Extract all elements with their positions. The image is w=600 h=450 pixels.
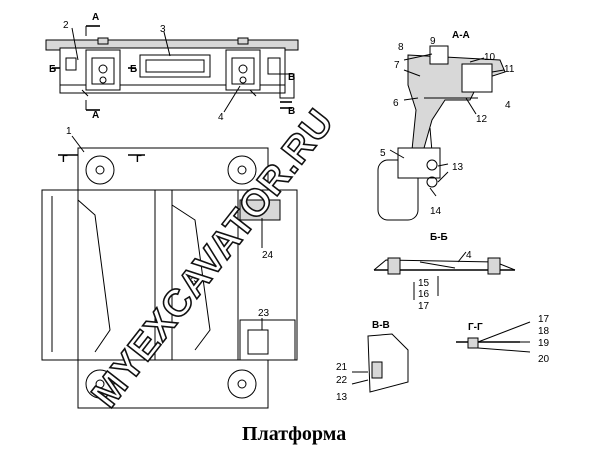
callout-1: 1 bbox=[66, 126, 72, 137]
callout-3: 3 bbox=[160, 24, 166, 35]
section-b-right: Б bbox=[130, 64, 137, 75]
section-v-top: В bbox=[288, 72, 295, 83]
view-bb-title: Б-Б bbox=[430, 232, 448, 243]
section-a-bottom: А bbox=[92, 110, 99, 121]
view-vv-title: В-В bbox=[372, 320, 390, 331]
view-gg-title: Г-Г bbox=[468, 322, 483, 333]
callout-gg-19: 19 bbox=[538, 338, 550, 349]
callout-aa-11: 11 bbox=[504, 64, 515, 75]
section-vv-view bbox=[351, 333, 409, 393]
callout-aa-10: 10 bbox=[484, 52, 496, 63]
callout-aa-12: 12 bbox=[476, 114, 488, 125]
callout-aa-4: 4 bbox=[505, 100, 511, 111]
main-plan-view bbox=[41, 135, 298, 409]
callout-4-top: 4 bbox=[218, 112, 224, 123]
callout-aa-6: 6 bbox=[393, 98, 399, 109]
drawing-caption: Платформа bbox=[242, 423, 346, 445]
callout-aa-8: 8 bbox=[398, 42, 404, 53]
section-a-top: А bbox=[92, 12, 99, 23]
callout-vv-21: 21 bbox=[336, 362, 348, 373]
callout-gg-20: 20 bbox=[538, 354, 550, 365]
callout-aa-14: 14 bbox=[430, 206, 442, 217]
callout-23: 23 bbox=[258, 308, 270, 319]
section-bb-view bbox=[373, 251, 516, 300]
callout-gg-17: 17 bbox=[538, 314, 550, 325]
top-view bbox=[45, 25, 299, 113]
callout-bb-17: 17 bbox=[418, 301, 430, 312]
section-g-left: Г bbox=[62, 154, 68, 165]
callout-bb-4: 4 bbox=[466, 250, 472, 261]
section-v-bottom: В bbox=[288, 106, 295, 117]
callout-2: 2 bbox=[63, 20, 69, 31]
callout-gg-18: 18 bbox=[538, 326, 550, 337]
callout-bb-15: 15 bbox=[418, 278, 430, 289]
view-aa-title: А-А bbox=[452, 30, 470, 41]
section-gg-view bbox=[456, 321, 531, 353]
callout-aa-9: 9 bbox=[430, 36, 436, 47]
callout-aa-13: 13 bbox=[452, 162, 464, 173]
callout-aa-7: 7 bbox=[394, 60, 400, 71]
callout-aa-5: 5 bbox=[380, 148, 386, 159]
callout-bb-16: 16 bbox=[418, 289, 430, 300]
section-b-left: Б bbox=[49, 64, 56, 75]
callout-25: 25 bbox=[188, 274, 200, 285]
section-g-right: Г bbox=[136, 154, 142, 165]
section-aa-view bbox=[377, 45, 506, 221]
callout-vv-22: 22 bbox=[336, 375, 348, 386]
callout-vv-13: 13 bbox=[336, 392, 348, 403]
callout-24: 24 bbox=[262, 250, 274, 261]
